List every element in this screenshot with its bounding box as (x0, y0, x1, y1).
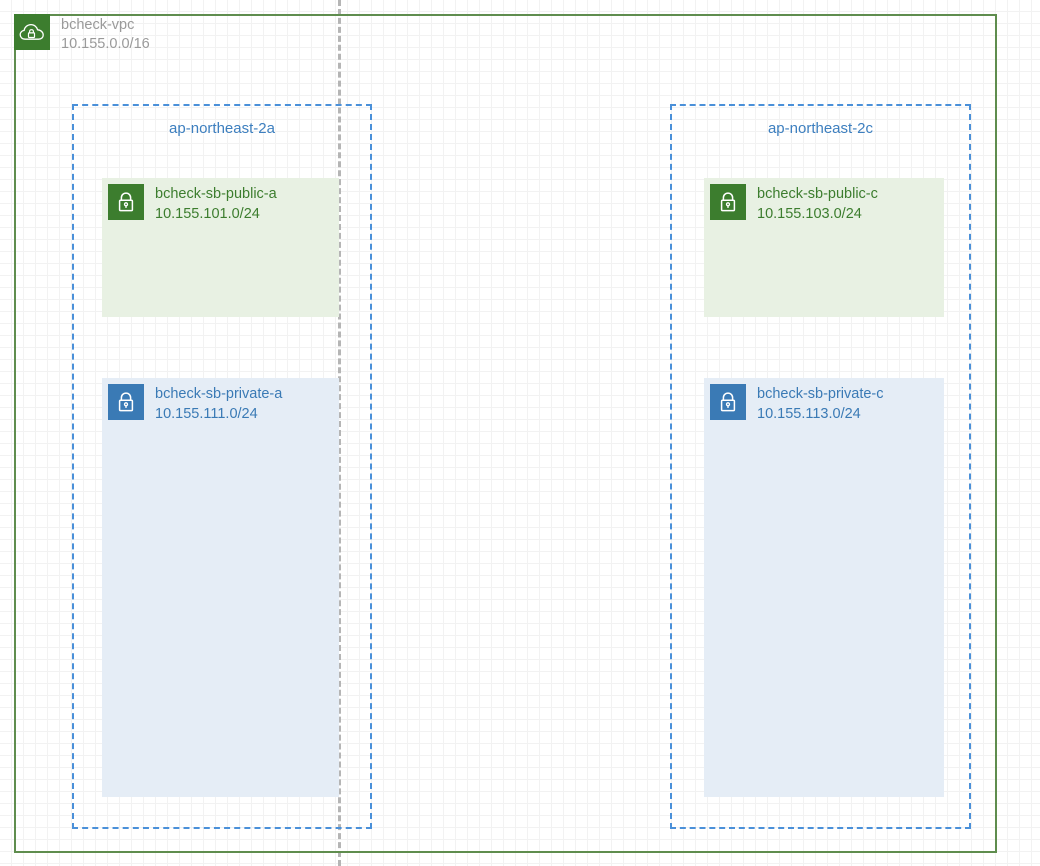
subnet-bcheck-sb-public-c[interactable]: bcheck-sb-public-c 10.155.103.0/24 (704, 178, 944, 317)
subnet-bcheck-sb-private-c[interactable]: bcheck-sb-private-c 10.155.113.0/24 (704, 378, 944, 797)
subnet-header: bcheck-sb-public-a 10.155.101.0/24 (108, 184, 277, 224)
subnet-name: bcheck-sb-public-a (155, 186, 277, 202)
subnet-text-block: bcheck-sb-private-c 10.155.113.0/24 (757, 385, 884, 424)
subnet-cidr: 10.155.113.0/24 (757, 405, 861, 422)
subnet-header: bcheck-sb-private-a 10.155.111.0/24 (108, 384, 282, 424)
subnet-header: bcheck-sb-private-c 10.155.113.0/24 (710, 384, 884, 424)
subnet-text-block: bcheck-sb-private-a 10.155.111.0/24 (155, 385, 282, 424)
subnet-bcheck-sb-private-a[interactable]: bcheck-sb-private-a 10.155.111.0/24 (102, 378, 339, 797)
subnet-lock-icon (108, 384, 144, 420)
subnet-cidr: 10.155.103.0/24 (757, 205, 862, 222)
subnet-lock-icon (108, 184, 144, 220)
subnet-text-block: bcheck-sb-public-c 10.155.103.0/24 (757, 185, 878, 224)
subnet-lock-icon (710, 384, 746, 420)
vpc-cidr: 10.155.0.0/16 (61, 36, 150, 53)
az-label: ap-northeast-2c (767, 120, 874, 137)
subnet-name: bcheck-sb-private-c (757, 386, 884, 402)
subnet-name: bcheck-sb-public-c (757, 186, 878, 202)
az-label: ap-northeast-2a (169, 120, 275, 137)
vpc-name: bcheck-vpc (61, 17, 135, 33)
availability-zone-ap-northeast-2c[interactable]: ap-northeast-2c bcheck-sb-public-c (670, 104, 971, 829)
vpc-cloud-lock-icon (14, 14, 50, 50)
subnet-cidr: 10.155.101.0/24 (155, 205, 260, 222)
vpc-container[interactable]: bcheck-vpc 10.155.0.0/16 ap-northeast-2a (14, 14, 997, 853)
subnet-name: bcheck-sb-private-a (155, 386, 283, 402)
subnet-lock-icon (710, 184, 746, 220)
subnet-header: bcheck-sb-public-c 10.155.103.0/24 (710, 184, 878, 224)
subnet-cidr: 10.155.111.0/24 (155, 405, 258, 422)
subnet-text-block: bcheck-sb-public-a 10.155.101.0/24 (155, 185, 277, 224)
vpc-title-block: bcheck-vpc 10.155.0.0/16 (61, 16, 150, 54)
page-break-guide (338, 0, 341, 866)
subnet-bcheck-sb-public-a[interactable]: bcheck-sb-public-a 10.155.101.0/24 (102, 178, 339, 317)
vpc-header: bcheck-vpc 10.155.0.0/16 (14, 14, 150, 54)
availability-zone-ap-northeast-2a[interactable]: ap-northeast-2a bcheck-sb-public-a (72, 104, 372, 829)
